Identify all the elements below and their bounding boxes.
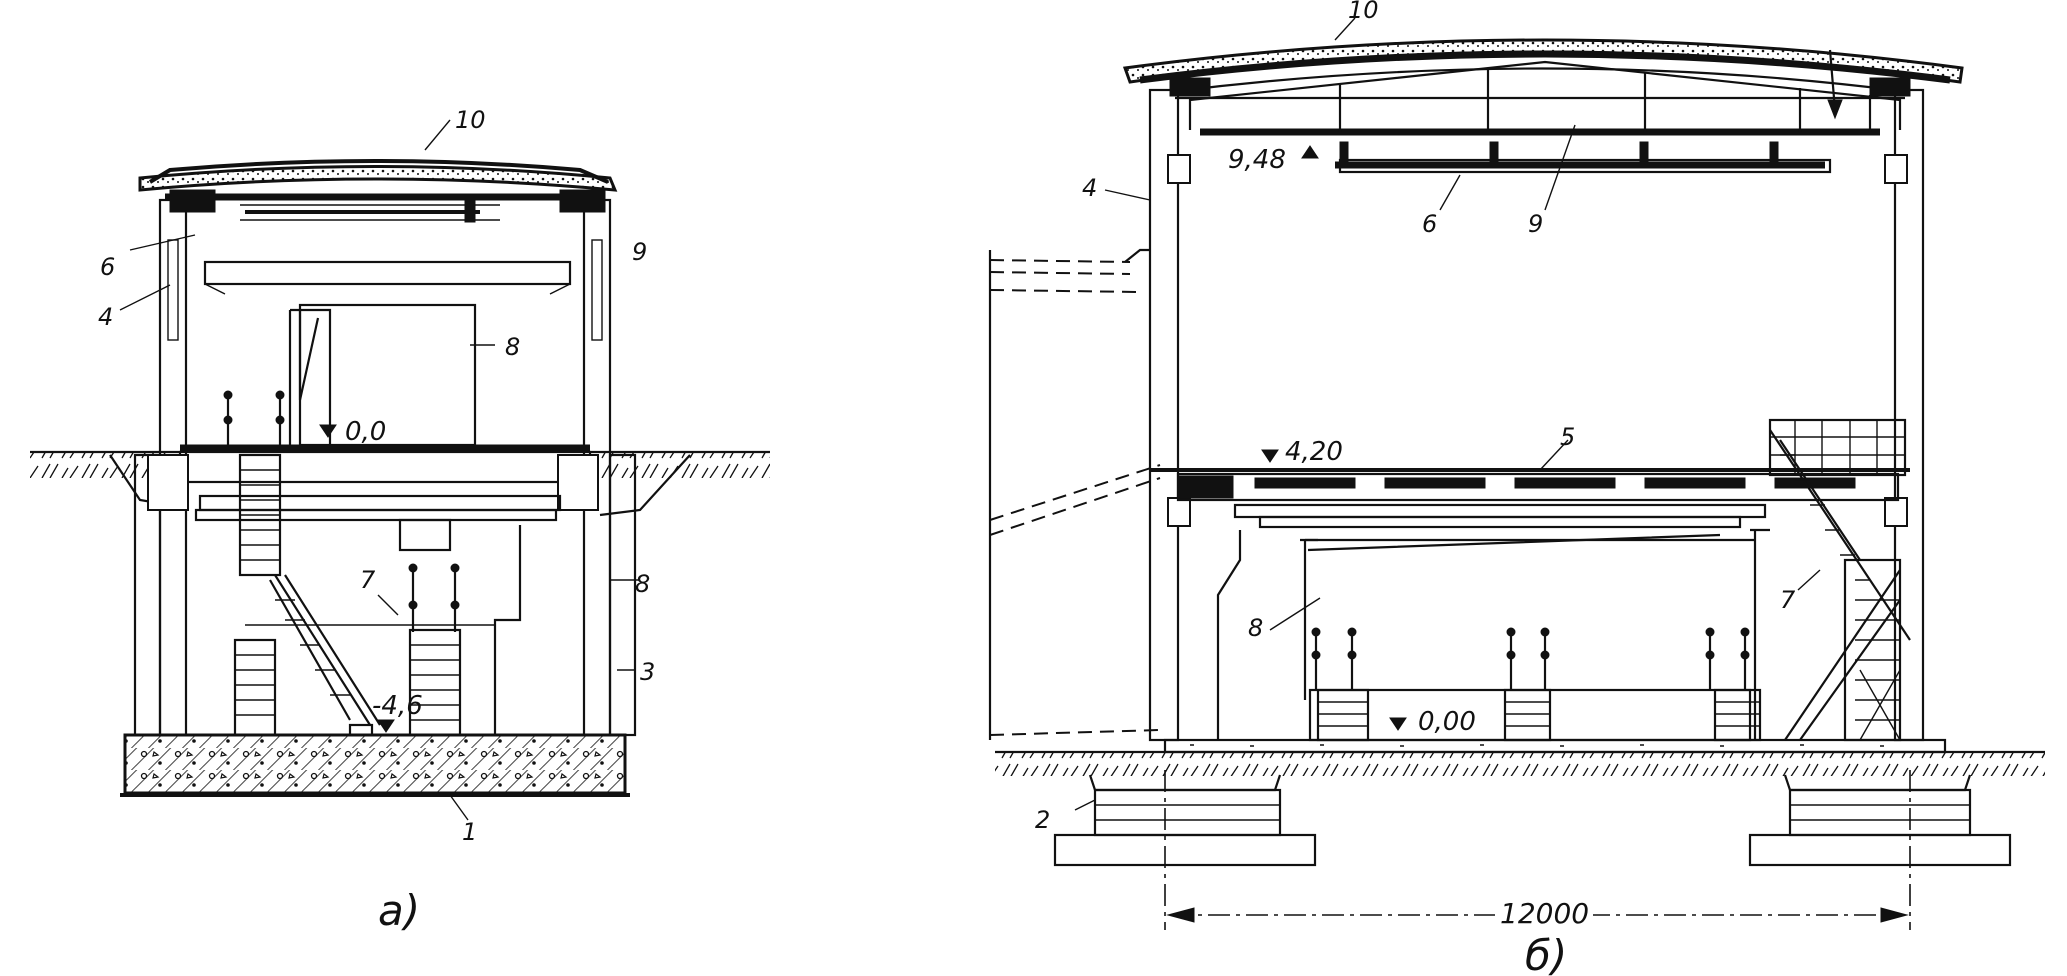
label-b-7: 7	[1780, 586, 1796, 614]
stairs-b	[1750, 418, 1911, 742]
level-b-ground: 0,00	[1418, 707, 1476, 737]
pipes-upper-a	[223, 390, 285, 448]
foundation-right-b	[1748, 774, 2012, 867]
label-a-10: 10	[455, 106, 486, 134]
level-b-crane: 9,48	[1228, 145, 1286, 175]
dimension-line-b	[1166, 898, 1909, 928]
level-a-top: 0,0	[345, 417, 386, 447]
dimension-b-12000: 12000	[1500, 897, 1589, 930]
label-a-8-right: 8	[635, 570, 650, 598]
lower-room-b	[1216, 530, 1762, 742]
pipes-lower-a	[408, 563, 460, 632]
label-a-1: 1	[462, 818, 477, 846]
pipes-lower-b	[1311, 627, 1750, 690]
foundation-left-b	[1053, 774, 1317, 867]
level-a-bottom: -4,6	[372, 691, 423, 721]
label-a-4: 4	[98, 303, 113, 331]
stairs-a	[233, 453, 381, 737]
label-b-2: 2	[1035, 806, 1050, 834]
floor-slab-b	[1150, 468, 1910, 529]
label-b-8: 8	[1248, 614, 1263, 642]
level-marker-crane-b	[1301, 145, 1319, 159]
level-marker-bottom-a	[377, 719, 395, 733]
foundation-slab-a	[123, 733, 627, 795]
label-a-7: 7	[360, 566, 376, 594]
drawing-b: 10 4 6 9 5 8 7 2 9,48 4,20 0,00 12000 б)	[988, 0, 2045, 976]
soil-left	[30, 452, 170, 478]
label-b-6: 6	[1422, 210, 1437, 238]
label-b-4: 4	[1082, 174, 1097, 202]
level-marker-top-a	[319, 424, 337, 438]
soil-right	[600, 452, 770, 478]
drawing-a: 10 6 9 4 8 8 7 3 1 0,0 -4,6 а)	[30, 106, 770, 935]
roof-a	[138, 165, 618, 192]
roof-truss-b	[1188, 49, 1902, 132]
soil-b	[995, 752, 2045, 776]
label-b-5: 5	[1560, 423, 1575, 451]
caption-b: б)	[1525, 931, 1567, 976]
label-b-10: 10	[1348, 0, 1379, 24]
label-a-3: 3	[640, 658, 655, 686]
level-marker-ground-b	[1389, 717, 1407, 731]
label-b-9: 9	[1528, 210, 1543, 238]
level-b-floor: 4,20	[1285, 437, 1343, 467]
level-marker-floor-b	[1261, 449, 1279, 463]
label-a-6: 6	[100, 253, 115, 281]
roof-b	[1122, 38, 1964, 84]
label-a-8-top: 8	[505, 333, 520, 361]
label-a-9: 9	[632, 238, 647, 266]
caption-a: а)	[378, 886, 420, 935]
